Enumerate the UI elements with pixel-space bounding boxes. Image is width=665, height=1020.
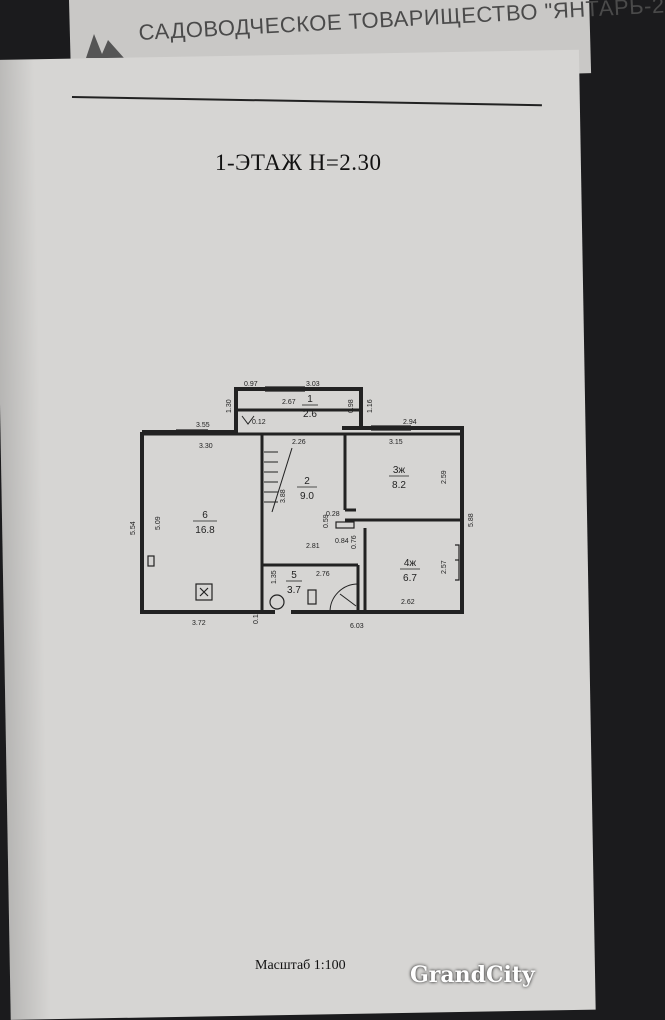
room-number: 4ж xyxy=(404,558,417,569)
dimension-label: 2.76 xyxy=(316,571,330,578)
dimension-label: 1.35 xyxy=(271,570,278,584)
header-logo-mark xyxy=(86,34,124,58)
room-number: 2 xyxy=(304,476,310,487)
dimension-label: 3.15 xyxy=(389,439,403,446)
door-swings xyxy=(329,583,359,613)
dimension-label: 3.72 xyxy=(192,620,206,627)
room-1-label: 1 2.6 xyxy=(302,394,318,420)
dimension-label: 3.03 xyxy=(306,381,320,388)
windows xyxy=(176,386,460,581)
dimension-label: 3.30 xyxy=(199,443,213,450)
dimension-label: 0.59 xyxy=(323,514,330,528)
room-area: 8.2 xyxy=(392,480,406,491)
dimension-label: 5.54 xyxy=(130,521,137,535)
dimension-label: 2.94 xyxy=(403,419,417,426)
dimension-label: 3.55 xyxy=(196,422,210,429)
dimension-label: 2.26 xyxy=(292,439,306,446)
dimension-label: 2.59 xyxy=(441,470,448,484)
room-number: 3ж xyxy=(393,465,406,476)
scale-label: Масштаб 1:100 xyxy=(255,958,346,973)
dimension-label: 0.97 xyxy=(244,381,258,388)
dimension-label: 2.67 xyxy=(282,399,296,406)
dimension-label: 3.88 xyxy=(280,489,287,503)
room-area: 6.7 xyxy=(403,573,417,584)
floor-title: 1-ЭТАЖ H=2.30 xyxy=(215,150,382,175)
dimension-label: 1.16 xyxy=(367,399,374,413)
room-5-label: 5 3.7 xyxy=(286,570,302,596)
dimension-label: 2.57 xyxy=(441,560,448,574)
dimension-label: 0.12 xyxy=(252,419,266,426)
dimension-label: 0.11 xyxy=(253,611,260,624)
room-number: 6 xyxy=(202,510,208,521)
staircase xyxy=(241,415,293,513)
room-area: 9.0 xyxy=(300,491,314,502)
dimension-label: 5.88 xyxy=(468,513,475,527)
dimension-label: 0.84 xyxy=(335,538,349,545)
room-2-label: 2 9.0 xyxy=(297,476,317,502)
fixtures xyxy=(147,521,355,610)
grandcity-watermark: GrandCity xyxy=(410,962,535,988)
room-labels: 1 2.6 2 9.0 3ж 8.2 4ж 6.7 5 3.7 6 16.8 xyxy=(193,394,420,596)
room-number: 1 xyxy=(307,394,313,405)
dimension-label: 0.98 xyxy=(348,399,355,413)
room-4-label: 4ж 6.7 xyxy=(400,558,420,584)
dimension-label: 0.28 xyxy=(326,511,340,518)
floor-plan: 1 2.6 2 9.0 3ж 8.2 4ж 6.7 5 3.7 6 16.8 xyxy=(0,0,562,1000)
dimension-label: 2.62 xyxy=(401,599,415,606)
inner-walls xyxy=(140,408,462,612)
dimension-label: 5.09 xyxy=(155,516,162,530)
dimension-label: 0.76 xyxy=(351,535,358,549)
room-area: 16.8 xyxy=(195,525,215,536)
dimension-label: 2.81 xyxy=(306,543,320,550)
dimension-label: 1.30 xyxy=(226,399,233,413)
dimension-label: 6.03 xyxy=(350,623,364,630)
dimension-labels: 0.97 3.03 2.67 1.30 0.12 0.98 1.16 3.55 … xyxy=(130,381,475,630)
room-area: 2.6 xyxy=(303,409,317,420)
room-number: 5 xyxy=(291,570,297,581)
room-6-label: 6 16.8 xyxy=(193,510,217,536)
room-3-label: 3ж 8.2 xyxy=(389,465,409,491)
room-area: 3.7 xyxy=(287,585,301,596)
